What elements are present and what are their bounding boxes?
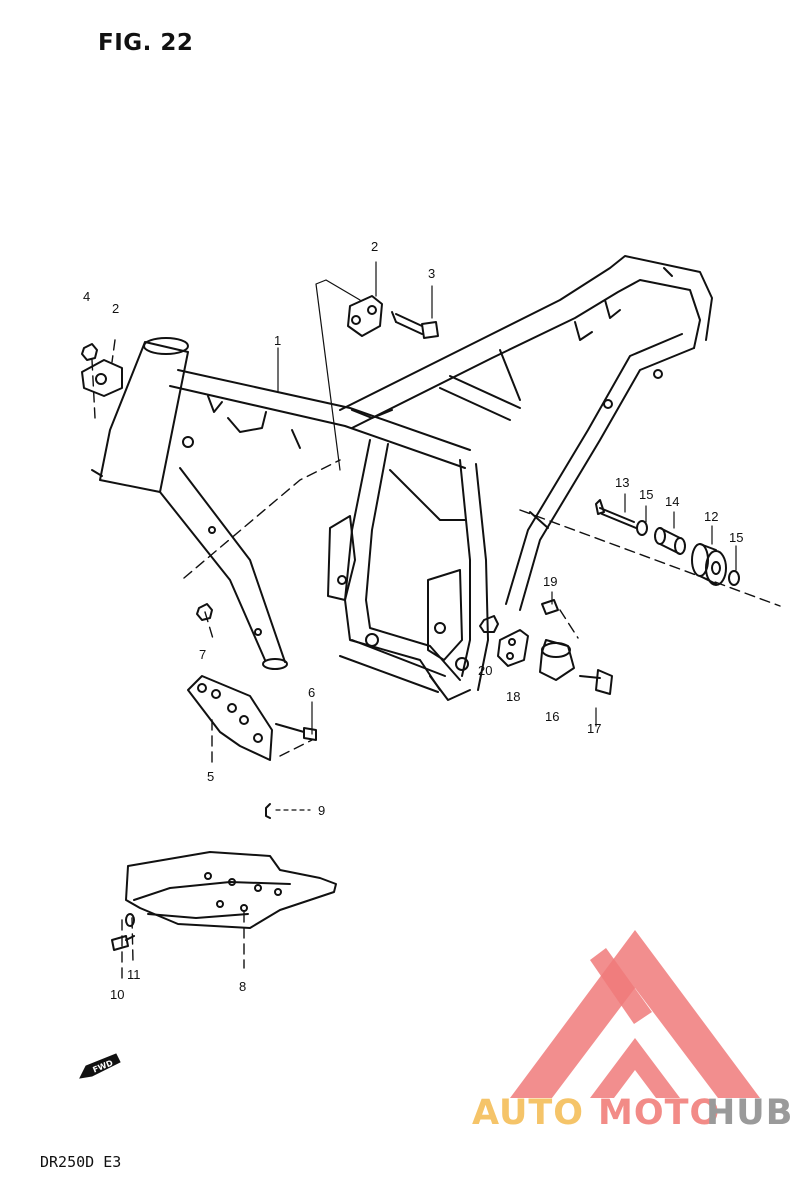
callout-3: 3 <box>428 266 436 281</box>
clip-9 <box>265 803 311 819</box>
callout-13: 13 <box>615 475 630 490</box>
callout-14: 14 <box>665 494 680 509</box>
collar-14 <box>654 527 686 555</box>
callout-19: 19 <box>543 574 558 589</box>
nut-4 <box>81 343 98 361</box>
callout-4: 4 <box>83 289 91 304</box>
callout-9: 9 <box>318 803 326 818</box>
watermark-auto: AUTO <box>472 1093 585 1133</box>
chain-guide-plate-5 <box>187 675 273 761</box>
callout-2-left: 2 <box>112 301 120 316</box>
callout-20: 20 <box>478 663 493 678</box>
callout-7: 7 <box>199 647 207 662</box>
figure-title: FIG. 22 <box>98 30 194 56</box>
callout-16: 16 <box>545 709 560 724</box>
nut-20 <box>479 615 499 633</box>
watermark-hub: HUB <box>706 1093 794 1133</box>
callout-12: 12 <box>704 509 719 524</box>
model-code: DR250D E3 <box>40 1153 122 1171</box>
callout-11: 11 <box>127 967 141 982</box>
main-frame-drawing <box>91 255 713 701</box>
callout-15-right: 15 <box>729 530 744 545</box>
watermark-moto: MOTO <box>598 1093 721 1133</box>
callout-8: 8 <box>239 979 247 994</box>
washer-15a <box>636 520 648 536</box>
callout-5: 5 <box>207 769 215 784</box>
nut-7 <box>196 603 213 621</box>
forward-arrow-icon: FWD <box>79 1053 121 1079</box>
callout-6: 6 <box>308 685 316 700</box>
callout-15-left: 15 <box>639 487 654 502</box>
fwd-label: FWD <box>91 1058 114 1074</box>
engine-mount-plate-left <box>81 359 123 397</box>
callout-18: 18 <box>506 689 521 704</box>
engine-mount-plate-upper <box>347 295 383 337</box>
bolt-13 <box>595 499 637 529</box>
automotohub-logo <box>510 930 760 1098</box>
bolt-17 <box>579 669 613 695</box>
callout-1: 1 <box>274 333 282 348</box>
bolt-3 <box>391 311 439 339</box>
leader-lines <box>91 339 781 981</box>
washer-11 <box>125 913 135 927</box>
callout-10: 10 <box>110 987 125 1002</box>
bushing-16 <box>539 639 575 681</box>
bushing-12 <box>691 543 727 586</box>
screw-6 <box>275 723 317 741</box>
screw-19 <box>541 599 559 615</box>
skid-plate-8 <box>125 851 337 929</box>
washer-15b <box>728 570 740 586</box>
bolt-10 <box>111 935 135 951</box>
callout-leaders <box>277 261 737 735</box>
bracket-18 <box>497 629 529 667</box>
callout-17: 17 <box>587 721 602 736</box>
callout-2-upper: 2 <box>371 239 379 254</box>
